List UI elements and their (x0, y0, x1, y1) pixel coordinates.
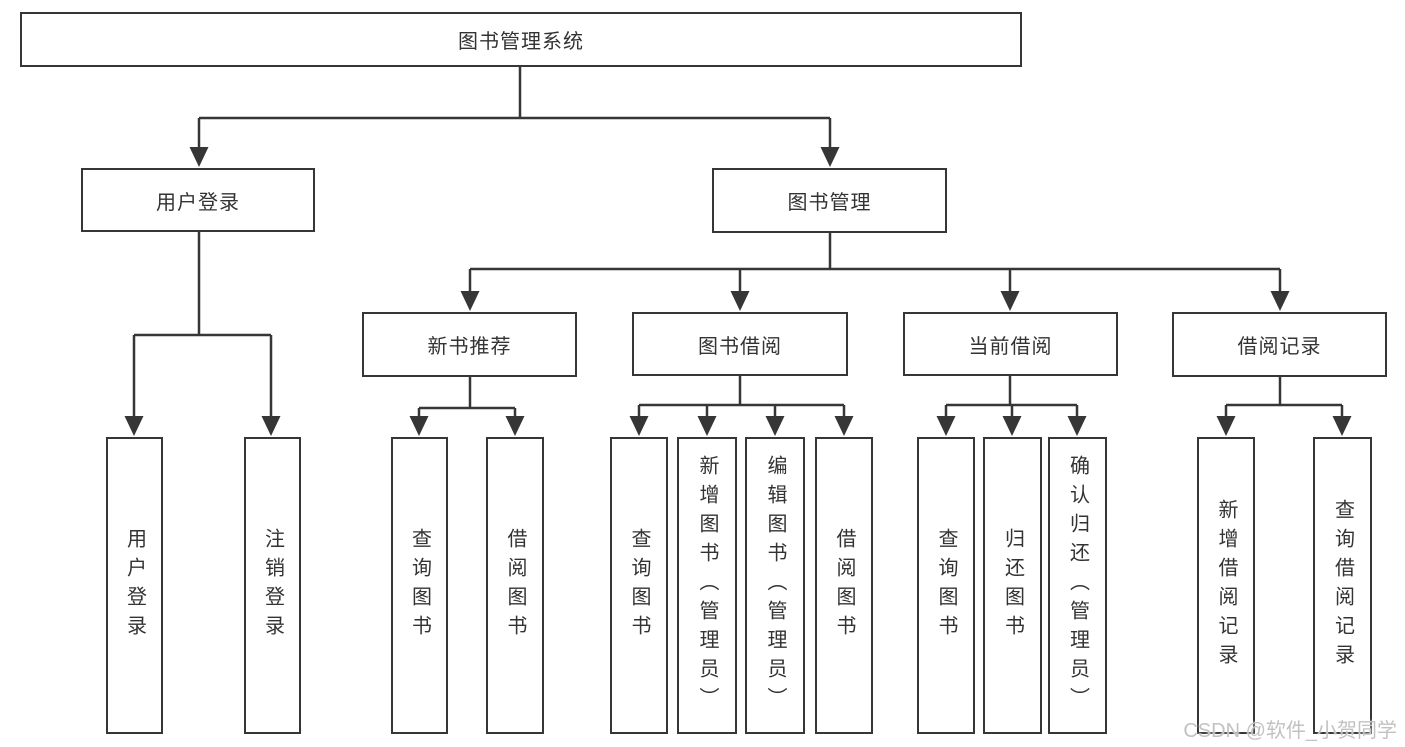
leaf-recommend-query-books: 查询图书 (391, 437, 448, 734)
leaf-borrowing-borrow-books-label: 借阅图书 (833, 527, 855, 644)
leaf-current-confirm-return-admin-label: 确认归还（管理员） (1066, 455, 1089, 716)
node-book-management-label: 图书管理 (787, 192, 872, 214)
leaf-borrowing-add-books-admin-label: 新增图书（管理员） (696, 455, 718, 716)
leaf-logout-label: 注销登录 (261, 527, 284, 644)
leaf-current-return-books-label: 归还图书 (1001, 527, 1024, 644)
leaf-user-login-label: 用户登录 (123, 527, 146, 644)
leaf-recommend-query-books-label: 查询图书 (408, 527, 431, 644)
node-new-book-recommend: 新书推荐 (362, 312, 577, 377)
leaf-borrowing-edit-books-admin: 编辑图书（管理员） (745, 437, 805, 734)
node-borrow-records: 借阅记录 (1172, 312, 1387, 377)
leaf-borrowing-add-books-admin: 新增图书（管理员） (677, 437, 737, 734)
node-current-borrowing: 当前借阅 (903, 312, 1118, 376)
leaf-current-query-books: 查询图书 (917, 437, 975, 734)
leaf-borrowing-query-books: 查询图书 (610, 437, 668, 734)
node-book-borrowing-label: 图书借阅 (698, 335, 782, 358)
node-user-login: 用户登录 (81, 168, 315, 232)
node-book-management: 图书管理 (712, 168, 947, 233)
leaf-borrowing-query-books-label: 查询图书 (628, 527, 650, 644)
leaf-records-query-record: 查询借阅记录 (1313, 437, 1372, 734)
node-book-borrowing: 图书借阅 (632, 312, 848, 376)
leaf-user-login: 用户登录 (106, 437, 163, 734)
leaf-current-query-books-label: 查询图书 (935, 527, 957, 644)
leaf-records-add-record-label: 新增借阅记录 (1215, 498, 1237, 673)
node-library-system: 图书管理系统 (20, 12, 1022, 67)
leaf-current-return-books: 归还图书 (983, 437, 1042, 734)
node-borrow-records-label: 借阅记录 (1237, 336, 1322, 358)
leaf-records-query-record-label: 查询借阅记录 (1331, 498, 1354, 673)
leaf-borrowing-edit-books-admin-label: 编辑图书（管理员） (764, 455, 786, 716)
leaf-logout: 注销登录 (244, 437, 301, 734)
leaf-records-add-record: 新增借阅记录 (1197, 437, 1255, 734)
leaf-recommend-borrow-books: 借阅图书 (486, 437, 544, 734)
watermark: CSDN @软件_小贺同学 (1183, 720, 1397, 742)
leaf-recommend-borrow-books-label: 借阅图书 (504, 527, 526, 644)
node-current-borrowing-label: 当前借阅 (968, 335, 1053, 358)
leaf-borrowing-borrow-books: 借阅图书 (815, 437, 873, 734)
leaf-current-confirm-return-admin: 确认归还（管理员） (1048, 437, 1107, 734)
node-new-book-recommend-label: 新书推荐 (427, 336, 512, 358)
node-library-system-label: 图书管理系统 (458, 31, 584, 53)
node-user-login-label: 用户登录 (156, 191, 240, 214)
